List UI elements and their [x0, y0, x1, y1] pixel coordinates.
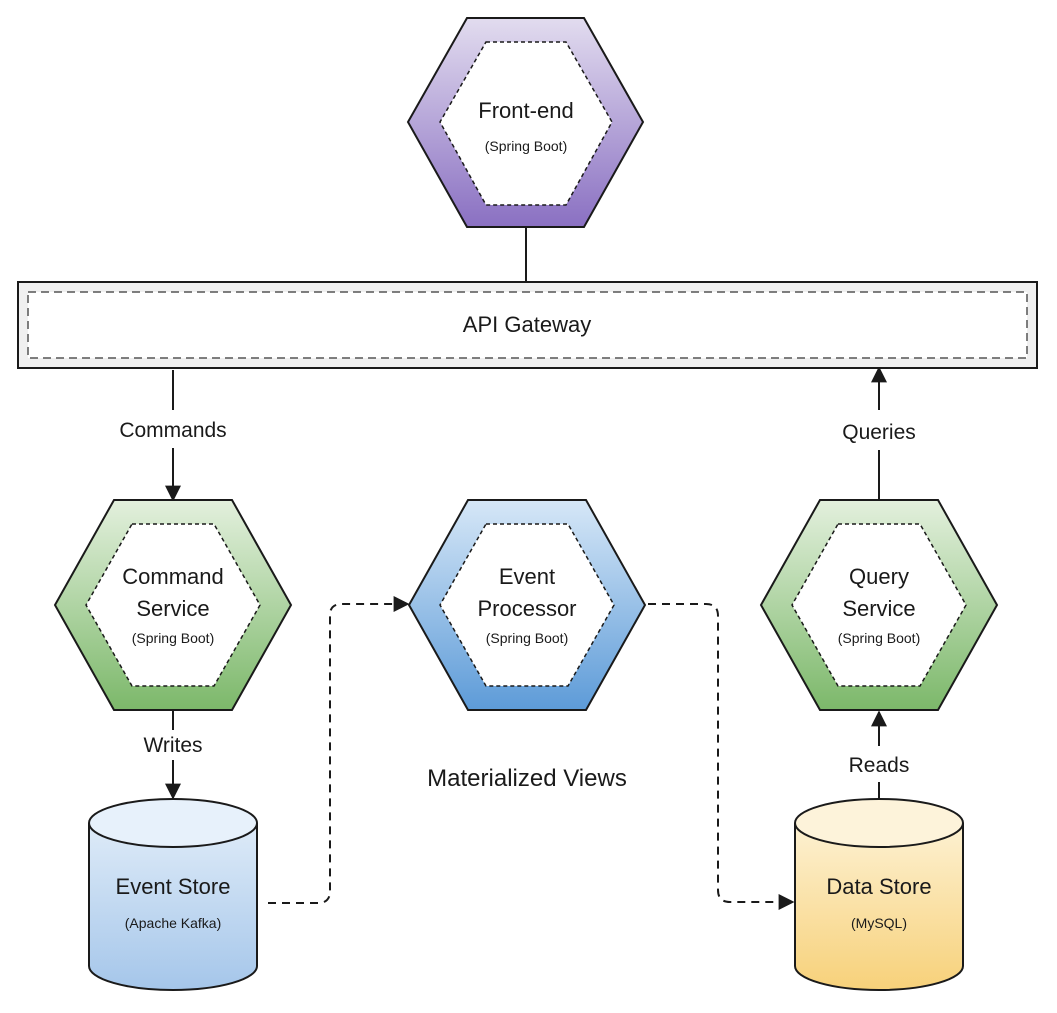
frontend-inner-outline — [439, 41, 613, 206]
event-store-cylinder-top — [88, 798, 258, 848]
command-service-subtitle: (Spring Boot) — [132, 630, 214, 646]
eventstore-to-processor-path — [268, 596, 410, 904]
writes-label: Writes — [143, 734, 202, 757]
event-processor-node: Event Processor (Spring Boot) — [407, 499, 647, 711]
frontend-node: Front-end (Spring Boot) — [406, 17, 645, 228]
data-store-cylinder-top — [794, 798, 964, 848]
frontend-subtitle: (Spring Boot) — [485, 138, 567, 154]
commands-label: Commands — [119, 419, 226, 442]
processor-to-datastore-path — [648, 603, 795, 910]
data-store-cylinder-body — [794, 823, 964, 991]
event-processor-title-line2: Processor — [477, 596, 576, 621]
query-service-node: Query Service (Spring Boot) — [759, 499, 999, 711]
query-service-title-line2: Service — [842, 596, 915, 621]
query-service-subtitle: (Spring Boot) — [838, 630, 920, 646]
event-store-subtitle: (Apache Kafka) — [125, 915, 222, 931]
command-service-title-line2: Service — [136, 596, 209, 621]
data-store-title: Data Store — [826, 874, 931, 899]
event-store-node: Event Store (Apache Kafka) — [88, 798, 258, 991]
command-service-inner-outline — [85, 523, 261, 687]
event-processor-subtitle: (Spring Boot) — [486, 630, 568, 646]
gateway-node: API Gateway — [17, 281, 1038, 369]
queries-label: Queries — [842, 421, 916, 444]
reads-label: Reads — [849, 754, 910, 777]
query-service-inner-outline — [791, 523, 967, 687]
event-store-title: Event Store — [116, 874, 231, 899]
command-service-node: Command Service (Spring Boot) — [53, 499, 293, 711]
command-service-title-line1: Command — [122, 564, 223, 589]
query-service-title-line1: Query — [849, 564, 909, 589]
materialized-views-caption: Materialized Views — [427, 765, 627, 792]
data-store-subtitle: (MySQL) — [851, 915, 907, 931]
event-store-cylinder-body — [88, 823, 258, 991]
event-processor-inner-outline — [439, 523, 615, 687]
gateway-title: API Gateway — [463, 312, 591, 337]
gateway-inner-outline — [27, 291, 1028, 359]
data-store-node: Data Store (MySQL) — [794, 798, 964, 991]
event-processor-title-line1: Event — [499, 564, 555, 589]
frontend-title: Front-end — [478, 98, 573, 123]
